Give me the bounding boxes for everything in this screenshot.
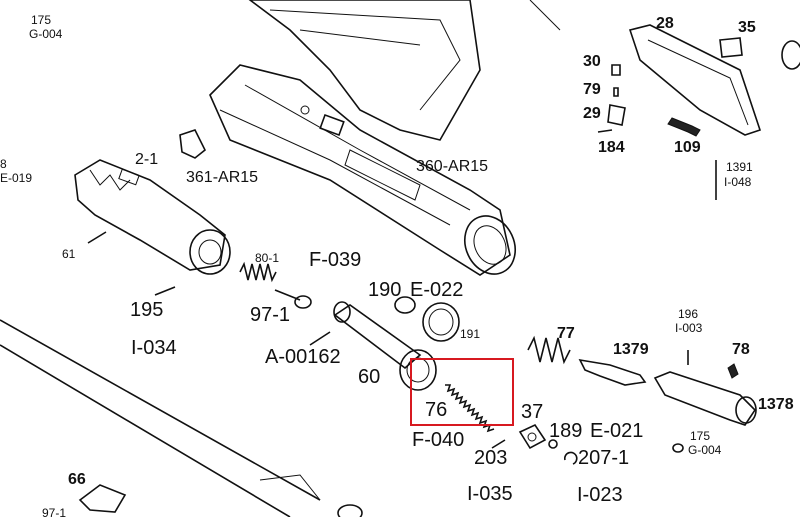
label-191: 191 xyxy=(460,327,481,341)
label-189: 189 xyxy=(549,420,583,442)
spring-77-part xyxy=(527,335,571,365)
cam-pin-block-part xyxy=(179,129,207,159)
lever-1379-part xyxy=(578,358,647,386)
label-360-ar15: 360-AR15 xyxy=(416,158,489,175)
label-f-040: F-040 xyxy=(412,429,465,451)
label-60: 60 xyxy=(358,366,381,388)
label-196: 196 xyxy=(678,307,699,321)
label-37: 37 xyxy=(521,401,544,423)
label-184: 184 xyxy=(598,139,625,156)
part-37 xyxy=(518,423,547,450)
label-28: 28 xyxy=(656,15,674,32)
label-edge-e019: E-019 xyxy=(0,171,33,185)
spring-78-part xyxy=(727,363,739,379)
gas-tube-part xyxy=(309,301,437,391)
label-i-003: I-003 xyxy=(675,321,703,335)
part-1378 xyxy=(653,371,757,426)
pin-61-part xyxy=(87,231,107,244)
label-2-1: 2-1 xyxy=(135,151,159,168)
label-175-top: 175 xyxy=(31,13,52,27)
label-i-035: I-035 xyxy=(467,483,513,505)
part-184 xyxy=(597,129,613,133)
label-97-1-bottom: 97-1 xyxy=(42,506,67,520)
spring-109-part xyxy=(667,117,701,137)
label-e-021: E-021 xyxy=(590,420,644,442)
label-1391: 1391 xyxy=(726,160,753,174)
label-edge-8: 8 xyxy=(0,157,7,171)
part-66 xyxy=(78,484,127,513)
part-97-1 xyxy=(274,289,312,309)
label-35: 35 xyxy=(738,19,756,36)
pin-195-part xyxy=(154,286,176,296)
label-80-1: 80-1 xyxy=(255,251,280,265)
part-175-bottom xyxy=(672,443,684,453)
label-77: 77 xyxy=(557,325,575,342)
o-ring-190-part xyxy=(394,296,416,314)
label-29: 29 xyxy=(583,105,601,122)
bolt-carrier-part xyxy=(209,0,516,276)
part-79 xyxy=(613,87,619,97)
label-g004-top: G-004 xyxy=(29,27,63,41)
label-79: 79 xyxy=(583,81,601,98)
label-g-004-bottom: G-004 xyxy=(688,443,722,457)
label-97-1: 97-1 xyxy=(250,304,291,326)
label-f-039: F-039 xyxy=(309,249,362,271)
label-i-023: I-023 xyxy=(577,484,623,506)
label-i-048: I-048 xyxy=(724,175,752,189)
part-35 xyxy=(719,37,743,58)
label-78: 78 xyxy=(732,341,750,358)
label-109: 109 xyxy=(674,139,701,156)
label-207-1: 207-1 xyxy=(578,447,630,469)
label-i-034: I-034 xyxy=(131,337,177,359)
label-a-00162: A-00162 xyxy=(265,346,341,368)
part-29 xyxy=(607,104,626,126)
label-195: 195 xyxy=(130,299,164,321)
label-203: 203 xyxy=(474,447,508,469)
label-175-bottom: 175 xyxy=(690,429,711,443)
highlight-box-76 xyxy=(410,358,514,426)
label-1378: 1378 xyxy=(758,396,794,413)
clip-207-1-part xyxy=(564,451,578,465)
ring-189-part xyxy=(548,439,558,449)
ejection-port-cover-part xyxy=(628,24,762,136)
label-76: 76 xyxy=(425,399,448,421)
spring-76-part xyxy=(445,384,495,433)
pin-203-part xyxy=(491,439,506,449)
part-edge-right xyxy=(781,40,800,70)
part-30 xyxy=(611,64,621,76)
label-30: 30 xyxy=(583,53,601,70)
label-361-ar15: 361-AR15 xyxy=(186,169,259,186)
bolt-part xyxy=(74,159,231,275)
label-1379: 1379 xyxy=(613,341,649,358)
o-ring-191-part xyxy=(422,302,460,342)
label-190: 190 xyxy=(368,279,402,301)
label-e-022: E-022 xyxy=(410,279,464,301)
spring-80-1-part xyxy=(239,261,277,283)
label-66: 66 xyxy=(68,471,86,488)
label-61: 61 xyxy=(62,247,76,261)
barrel-part xyxy=(0,319,321,517)
